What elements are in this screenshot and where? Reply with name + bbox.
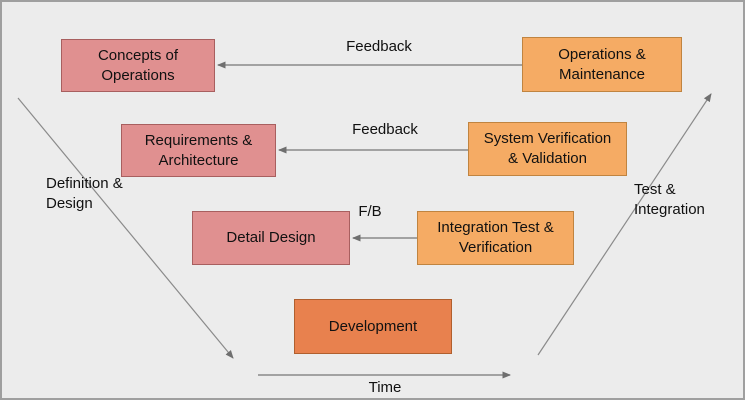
box-integration-test-verification: Integration Test & Verification — [417, 211, 574, 265]
box-detail-design: Detail Design — [192, 211, 350, 265]
box-label-line: Integration Test & — [437, 219, 554, 237]
feedback-mid-label: Feedback — [352, 121, 418, 138]
test-integration-label-line: Integration — [634, 201, 705, 218]
fb-label: F/B — [358, 203, 382, 220]
box-label-line: Operations & — [558, 45, 646, 63]
definition-design-diagonal-arrow — [17, 97, 234, 359]
box-label-line: Maintenance — [559, 65, 645, 83]
box-label-line: System Verification — [483, 130, 612, 148]
box-requirements-architecture: Requirements & Architecture — [121, 124, 276, 177]
test-integration-label-line: Test & — [634, 181, 676, 198]
box-label-line: Architecture — [158, 151, 239, 169]
box-label-line: Detail Design — [226, 229, 316, 247]
feedback-top-label: Feedback — [346, 38, 412, 55]
box-development: Development — [294, 299, 452, 354]
box-label-line: Verification — [458, 239, 533, 256]
definition-design-label: Definition & Design — [46, 174, 146, 214]
definition-design-label-line: Design — [46, 195, 93, 212]
box-label-line: Requirements & — [144, 131, 253, 149]
box-concepts-of-operations: Concepts of Operations — [61, 39, 215, 92]
box-label-line: & Validation — [508, 150, 587, 167]
box-label-line: Concepts of — [97, 46, 179, 64]
test-integration-diagonal-arrow — [537, 93, 712, 356]
box-label-line: Operations — [101, 66, 175, 84]
box-system-verification-validation: System Verification & Validation — [468, 122, 627, 176]
box-label-line: Development — [328, 317, 418, 335]
box-operations-maintenance: Operations & Maintenance — [522, 37, 682, 92]
test-integration-label: Test & Integration — [634, 180, 734, 220]
time-label: Time — [368, 379, 402, 396]
definition-design-label-line: Definition & — [46, 175, 123, 192]
